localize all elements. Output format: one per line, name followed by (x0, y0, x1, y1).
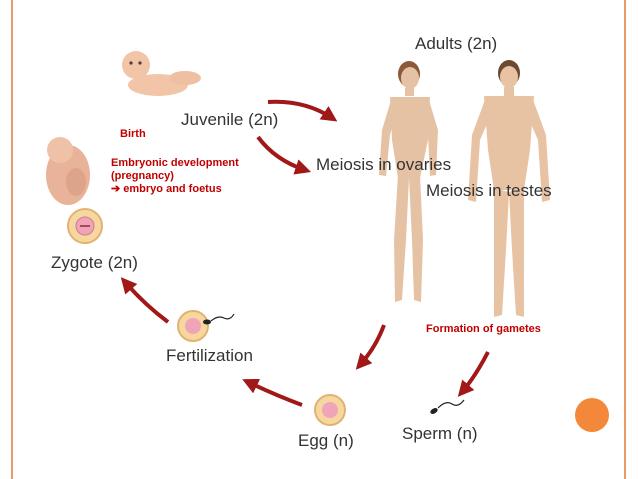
note-embryonic-line-2: (pregnancy) (111, 170, 174, 182)
label-egg: Egg (n) (298, 431, 354, 450)
note-birth: Birth (120, 128, 146, 140)
label-sperm: Sperm (n) (402, 424, 478, 443)
embryo-illustration (46, 137, 90, 205)
note-formation-of-gametes: Formation of gametes (426, 323, 541, 335)
label-meiosis-ovaries: Meiosis in ovaries (316, 155, 452, 174)
note-embryonic-line-1: Embryonic development (111, 157, 239, 169)
frame-left-line (11, 0, 13, 479)
adult-female-illustration (379, 61, 438, 302)
arrow-egg-to-fertilization (242, 378, 303, 407)
arrow-juvenile-to-adults (267, 99, 338, 122)
arrow-testes-to-sperm (457, 351, 490, 397)
frame-right-line (624, 0, 626, 479)
baby-illustration (122, 51, 201, 96)
arrow-ovaries-to-egg (355, 324, 386, 370)
label-fertilization: Fertilization (166, 346, 253, 365)
note-embryonic-line-3: ➔ embryo and foetus (111, 183, 239, 196)
label-zygote: Zygote (2n) (51, 253, 138, 272)
note-embryonic-line-3-text: embryo and foetus (123, 183, 222, 195)
adult-male-illustration (468, 60, 550, 317)
fertilization-cell-icon (177, 310, 235, 342)
accent-dot (575, 398, 609, 432)
label-juvenile: Juvenile (2n) (181, 110, 279, 129)
right-arrow-icon: ➔ (111, 183, 121, 195)
label-adults: Adults (2n) (415, 34, 498, 53)
arrow-juvenile-to-meiosis (256, 135, 312, 175)
label-meiosis-testes: Meiosis in testes (426, 181, 552, 200)
zygote-cell-icon (67, 208, 103, 244)
note-embryonic-development: Embryonic development (pregnancy) ➔ embr… (111, 157, 239, 196)
egg-cell-icon (314, 394, 346, 426)
sperm-cell-icon (430, 399, 465, 414)
arrow-fertilization-to-zygote (120, 277, 170, 324)
